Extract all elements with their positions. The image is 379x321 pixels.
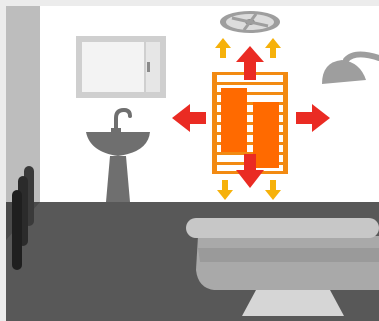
back-wall <box>6 6 379 202</box>
wall-cabinet-icon <box>76 36 166 98</box>
exhaust-fan-icon <box>220 11 280 33</box>
heater-panel-right <box>253 102 279 168</box>
heater-panel-left <box>221 88 247 152</box>
